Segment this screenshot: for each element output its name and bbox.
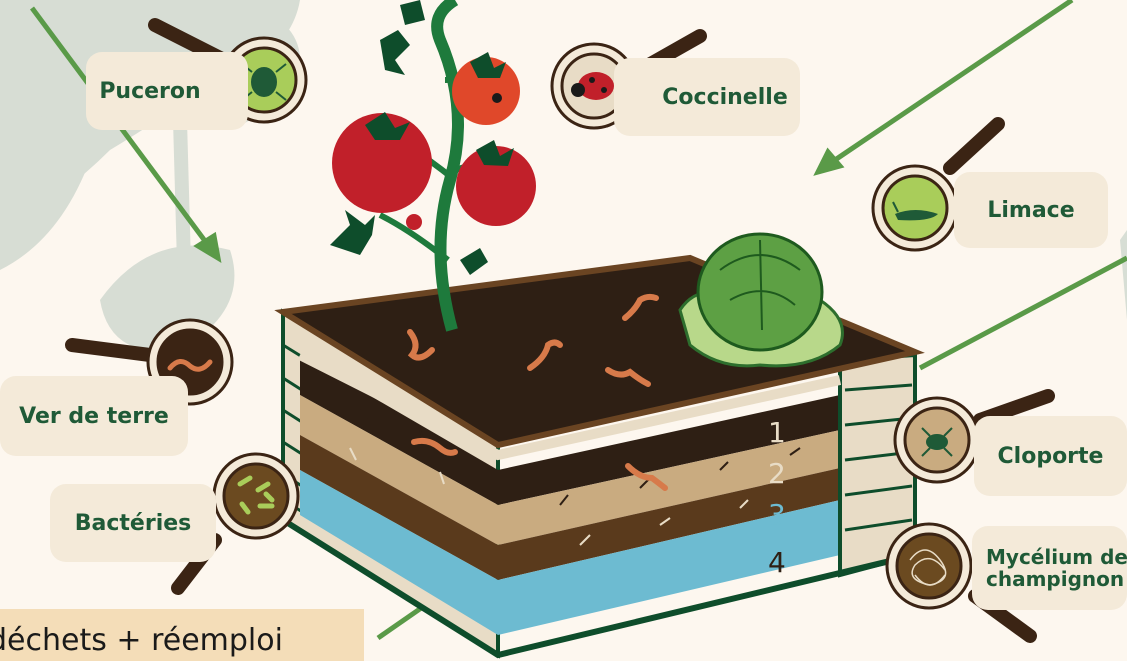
- label-limace: Limace: [954, 172, 1108, 248]
- arrow-cloporte: [920, 258, 1127, 368]
- label-bacteries-text: Bactéries: [75, 511, 192, 536]
- label-cloporte: Cloporte: [974, 416, 1127, 496]
- layer-4-number: 4: [768, 546, 786, 579]
- label-limace-text: Limace: [987, 198, 1074, 223]
- label-mycelium: Mycélium de champignon: [972, 526, 1127, 610]
- label-puceron: Puceron: [86, 52, 248, 130]
- arrow-limace: [832, 0, 1072, 162]
- label-puceron-text: Puceron: [99, 79, 200, 104]
- label-bacteries: Bactéries: [50, 484, 216, 562]
- layer-2-number: 2: [768, 457, 786, 490]
- footer-text: déchets + réemploi: [0, 623, 283, 658]
- label-mycelium-line1: Mycélium de: [986, 546, 1127, 568]
- label-ver-de-terre-text: Ver de terre: [19, 404, 169, 429]
- label-cloporte-text: Cloporte: [998, 444, 1104, 469]
- label-ver-de-terre: Ver de terre: [0, 376, 188, 456]
- label-coccinelle: Coccinelle: [614, 58, 800, 136]
- footer-banner: déchets + réemploi: [0, 609, 364, 661]
- layer-1-number: 1: [768, 416, 786, 449]
- label-mycelium-line2: champignon: [986, 568, 1124, 590]
- label-coccinelle-text: Coccinelle: [662, 85, 787, 110]
- layer-3-number: 3: [768, 498, 786, 531]
- lettuce-icon: [680, 234, 843, 366]
